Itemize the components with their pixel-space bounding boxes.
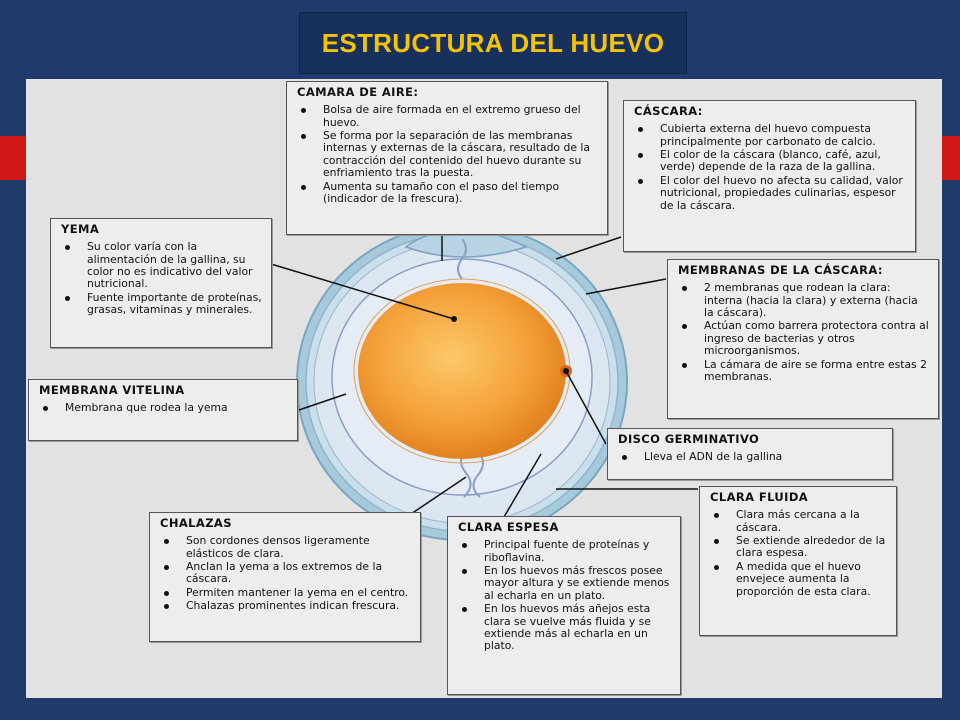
list-item: El color del huevo no afecta su calidad,…: [638, 174, 907, 212]
leader-disco: [565, 370, 607, 445]
list-item: 2 membranas que rodean la clara: interna…: [682, 281, 930, 319]
list-item: Cubierta externa del huevo compuesta pri…: [638, 123, 907, 148]
callout-heading: CLARA ESPESA: [458, 520, 559, 534]
leader-vitelina: [295, 393, 347, 412]
list-item: Fuente importante de proteínas, grasas, …: [65, 290, 262, 317]
list-item: La cámara de aire se forma entre estas 2…: [682, 358, 930, 384]
list-item: Chalazas prominentes indican frescura.: [164, 599, 412, 612]
yolk: [358, 283, 566, 459]
list-item: En los huevos más añejos esta clara se v…: [462, 603, 672, 653]
egg-illustration: [270, 223, 698, 541]
chalaza-bottom-2: [472, 450, 484, 498]
diagram-panel: CAMARA DE AIRE: Bolsa de aire formada en…: [26, 79, 942, 698]
callout-membrana-vitelina: MEMBRANA VITELINA Membrana que rodea la …: [28, 379, 298, 441]
list-item: Son cordones densos ligeramente elástico…: [164, 535, 412, 560]
list-item: Aumenta su tamaño con el paso del tiempo…: [301, 180, 599, 206]
callout-chalazas: CHALAZAS Son cordones densos ligeramente…: [149, 512, 421, 642]
list-item: Anclan la yema a los extremos de la cásc…: [164, 560, 412, 586]
callout-disco-germinativo: DISCO GERMINATIVO Lleva el ADN de la gal…: [607, 428, 893, 480]
leader-clara-espesa: [503, 453, 542, 518]
callout-heading: MEMBRANAS DE LA CÁSCARA:: [678, 263, 883, 277]
callout-yema: YEMA Su color varía con la alimentación …: [50, 218, 272, 348]
list-item: Actúan como barrera protectora contra al…: [682, 319, 929, 358]
callout-camara-de-aire: CAMARA DE AIRE: Bolsa de aire formada en…: [286, 81, 608, 235]
list-item: Se extiende alrededor de la clara espesa…: [714, 534, 888, 560]
dot-disco: [563, 368, 569, 374]
list-item: Su color varía con la alimentación de la…: [65, 241, 263, 291]
list-item: Clara más cercana a la cáscara.: [714, 509, 888, 534]
leader-chalazas: [410, 476, 467, 515]
dot-yema: [451, 316, 457, 322]
callout-heading: CHALAZAS: [160, 516, 232, 530]
callout-clara-espesa: CLARA ESPESA Principal fuente de proteín…: [447, 516, 681, 695]
callout-heading: YEMA: [61, 222, 100, 236]
list-item: Permiten mantener la yema en el centro.: [164, 586, 412, 599]
list-item: Principal fuente de proteínas y riboflav…: [462, 539, 672, 564]
leader-yema: [270, 263, 455, 320]
callout-heading: CAMARA DE AIRE:: [297, 85, 419, 99]
callout-clara-fluida: CLARA FLUIDA Clara más cercana a la cásc…: [699, 486, 897, 636]
list-item: Bolsa de aire formada en el extremo grue…: [301, 104, 599, 129]
list-item: Lleva el ADN de la gallina: [622, 450, 884, 463]
list-item: Se forma por la separación de las membra…: [301, 129, 599, 180]
title-banner: ESTRUCTURA DEL HUEVO: [299, 12, 687, 74]
left-red-band: [0, 136, 28, 180]
callout-cascara: CÁSCARA: Cubierta externa del huevo comp…: [623, 100, 916, 252]
list-item: En los huevos más frescos posee mayor al…: [462, 564, 672, 602]
list-item: A medida que el huevo envejece aumenta l…: [714, 560, 888, 598]
list-item: El color de la cáscara (blanco, café, az…: [638, 148, 907, 174]
callout-heading: CÁSCARA:: [634, 104, 703, 118]
list-item: Membrana que rodea la yema: [43, 401, 289, 414]
callout-heading: MEMBRANA VITELINA: [39, 383, 185, 397]
right-red-band: [940, 136, 960, 180]
leader-membranas: [585, 278, 667, 295]
callout-heading: DISCO GERMINATIVO: [618, 432, 760, 446]
chalaza-top: [457, 238, 467, 280]
leader-cascara: [555, 236, 622, 260]
page-title: ESTRUCTURA DEL HUEVO: [321, 27, 665, 58]
callout-membranas: MEMBRANAS DE LA CÁSCARA: 2 membranas que…: [667, 259, 939, 419]
callout-heading: CLARA FLUIDA: [710, 490, 809, 504]
